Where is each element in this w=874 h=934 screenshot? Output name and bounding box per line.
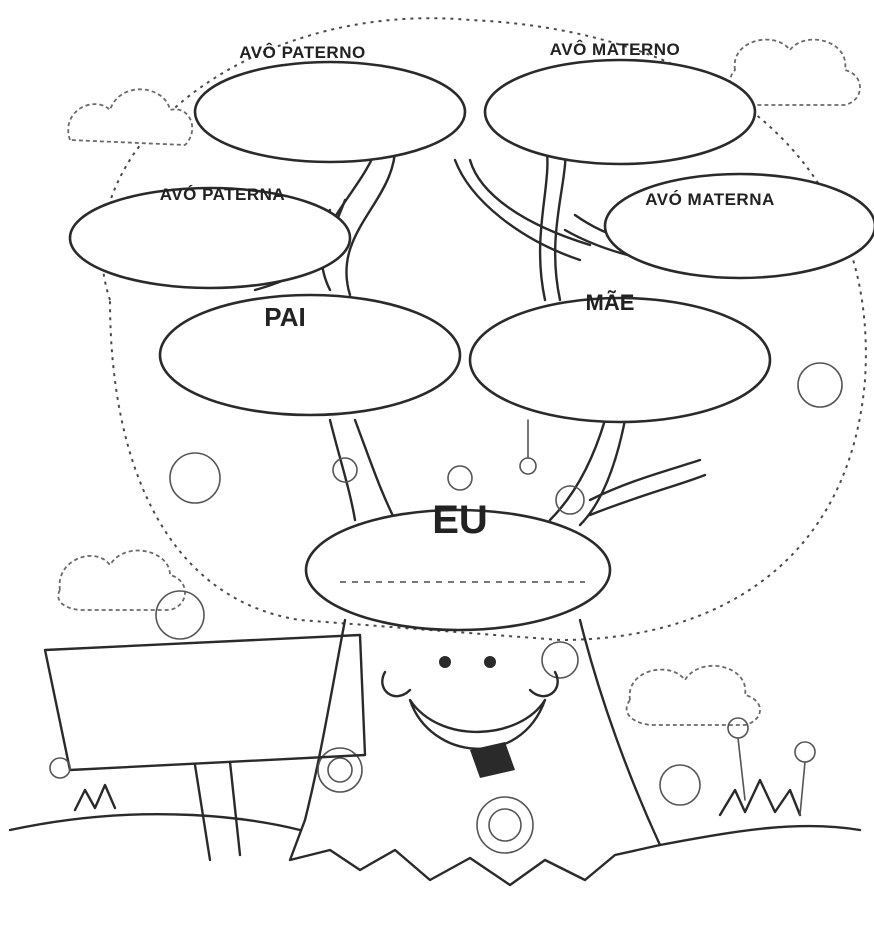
- bird-right: [797, 362, 843, 408]
- eye-right: [484, 656, 496, 668]
- leaf-avo-materna: [603, 172, 874, 280]
- leaf-avo-paterno: [193, 60, 467, 164]
- tongue: [470, 742, 515, 778]
- cheek-left: [381, 670, 412, 698]
- branch-mae-to-materno: [538, 138, 567, 302]
- flower-right-1-stem: [737, 737, 746, 801]
- label-pai: PAI: [264, 302, 306, 332]
- swirl-4: [332, 457, 358, 483]
- leaf-eu: [304, 508, 612, 632]
- grass-left: [73, 783, 117, 812]
- mouth: [408, 698, 547, 750]
- leaf-avo-paterna: [68, 186, 352, 290]
- swirl-3: [541, 641, 579, 679]
- branch-loose: [453, 158, 592, 262]
- trunk-to-mae: [548, 418, 627, 527]
- flower-right-2: [794, 741, 816, 763]
- sign-post: [193, 760, 242, 862]
- leaf-pai: [158, 293, 462, 417]
- flower-left: [49, 757, 71, 779]
- grass-right: [718, 778, 802, 817]
- label-avo-materna: AVÓ MATERNA: [645, 190, 775, 209]
- branch-right: [588, 458, 707, 517]
- cheek-right: [528, 670, 559, 698]
- swirl-2-inner: [488, 808, 522, 842]
- label-avo-paterna: AVÓ PATERNA: [159, 185, 286, 204]
- eye-left: [439, 656, 451, 668]
- label-avo-paterno: AVÔ PATERNO: [239, 43, 366, 62]
- bush-left: [155, 590, 205, 640]
- swirl-1-inner: [327, 757, 353, 783]
- cloud-left: [57, 549, 186, 611]
- flower-right-2-stem: [799, 761, 806, 816]
- trunk-to-pai: [328, 418, 397, 522]
- swirl-1: [317, 747, 363, 793]
- sign-board: [43, 633, 367, 772]
- leaf-mae: [468, 296, 772, 424]
- swirl-5: [555, 485, 585, 515]
- tree-trunk: [288, 618, 662, 887]
- spider: [519, 457, 537, 475]
- cloud-top-right: [729, 38, 861, 106]
- snail: [447, 465, 473, 491]
- ground-line: [8, 812, 862, 847]
- leaf-avo-materno: [483, 58, 757, 166]
- label-mae: MÃE: [585, 290, 635, 315]
- cloud-right: [625, 664, 761, 726]
- label-avo-materno: AVÔ MATERNO: [549, 40, 681, 59]
- cloud-top-left: [67, 88, 194, 146]
- bird-left: [169, 452, 221, 504]
- label-eu: EU: [432, 498, 488, 542]
- bush-right: [659, 764, 701, 806]
- swirl-2: [476, 796, 534, 854]
